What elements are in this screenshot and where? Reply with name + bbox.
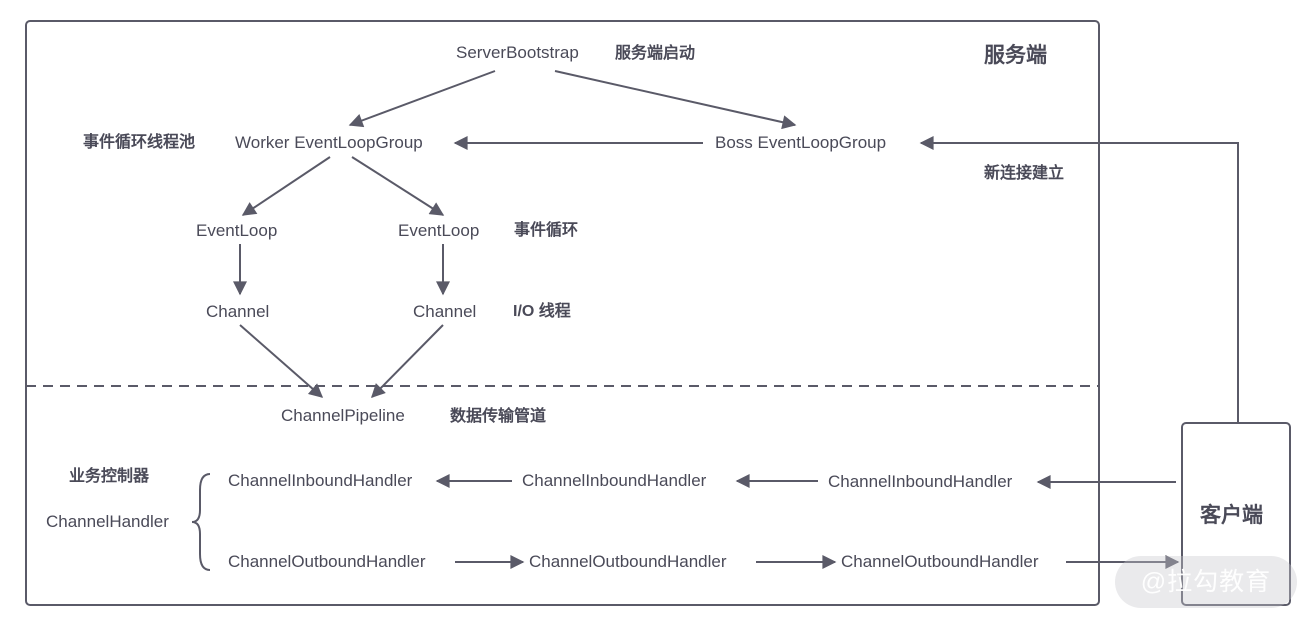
- client-box: [1181, 422, 1291, 606]
- outbound-handler-2: ChannelOutboundHandler: [529, 552, 727, 571]
- eventloop-right-label: EventLoop: [398, 221, 480, 240]
- arrow-worker-to-eventloop-left: [241, 156, 331, 216]
- watermark: @拉勾教育: [1115, 556, 1297, 608]
- client-title: 客户端: [1200, 504, 1263, 527]
- handler-brace: [191, 473, 211, 571]
- server-bootstrap-note: 服务端启动: [615, 45, 696, 62]
- channel-left-label: Channel: [206, 302, 270, 321]
- channel-right-label: Channel: [413, 302, 477, 321]
- inbound-handler-1: ChannelInboundHandler: [228, 471, 413, 490]
- new-connection-note: 新连接建立: [984, 165, 1065, 182]
- server-bootstrap-label: ServerBootstrap: [456, 43, 579, 62]
- inbound-handler-3: ChannelInboundHandler: [828, 472, 1013, 491]
- io-thread-note: I/O 线程: [513, 303, 571, 320]
- pipeline-label: ChannelPipeline: [281, 406, 405, 425]
- outbound-handler-1: ChannelOutboundHandler: [228, 552, 426, 571]
- pipeline-note: 数据传输管道: [450, 408, 547, 425]
- arrow-worker-to-eventloop-right: [351, 156, 445, 216]
- inbound-handler-2: ChannelInboundHandler: [522, 471, 707, 490]
- arrow-client-to-boss: [919, 136, 1239, 423]
- eventloop-note: 事件循环: [514, 222, 579, 239]
- eventloop-left-label: EventLoop: [196, 221, 278, 240]
- worker-group-note: 事件循环线程池: [83, 134, 196, 151]
- channel-handler-label: ChannelHandler: [46, 512, 169, 531]
- server-box: [25, 20, 1100, 606]
- arrow-bootstrap-to-worker: [348, 70, 496, 128]
- arrow-bootstrap-to-boss: [554, 70, 797, 130]
- arrow-channel-left-to-pipeline: [239, 324, 324, 398]
- boss-group-label: Boss EventLoopGroup: [715, 133, 887, 152]
- controller-note: 业务控制器: [69, 468, 150, 485]
- outbound-handler-3: ChannelOutboundHandler: [841, 552, 1039, 571]
- server-title: 服务端: [984, 44, 1047, 67]
- worker-group-label: Worker EventLoopGroup: [235, 133, 423, 152]
- arrow-channel-right-to-pipeline: [371, 324, 444, 398]
